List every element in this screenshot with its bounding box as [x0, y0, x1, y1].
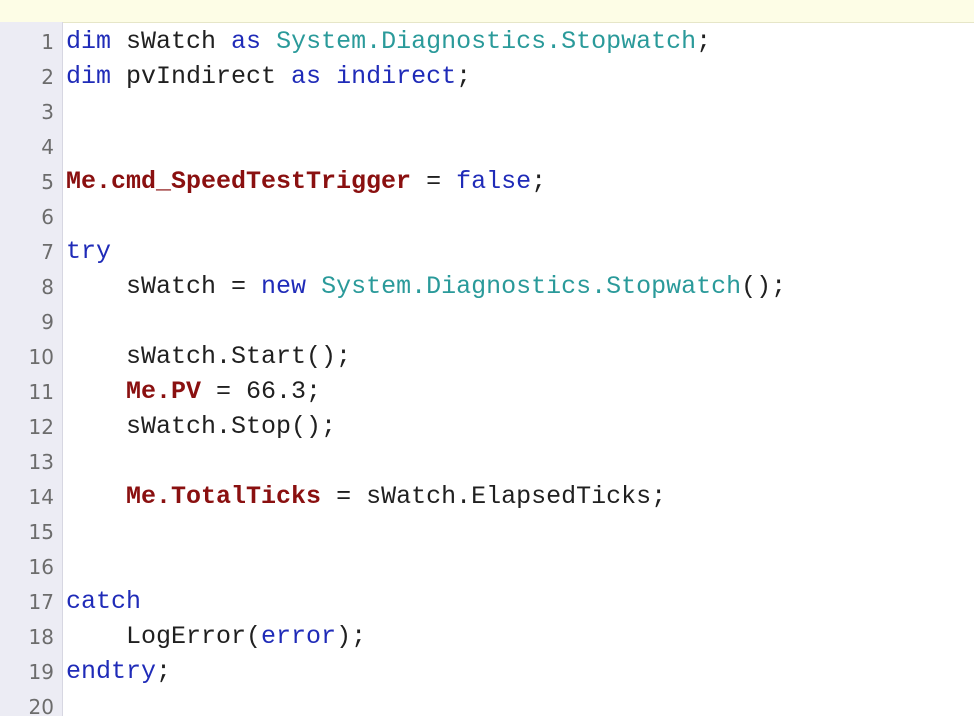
code-text[interactable]: endtry;: [66, 657, 171, 686]
code-line[interactable]: 16: [0, 549, 974, 584]
code-line[interactable]: 2 dim pvIndirect as indirect;: [0, 59, 974, 94]
code-line[interactable]: 3: [0, 94, 974, 129]
code-token-kw: false: [456, 167, 532, 196]
line-number: 11: [28, 379, 54, 404]
code-line[interactable]: 19 endtry;: [0, 654, 974, 689]
code-token-plain: sWatch: [111, 27, 232, 56]
code-line[interactable]: 7 try: [0, 234, 974, 269]
code-token-plain: =: [411, 167, 457, 196]
code-line[interactable]: 8 sWatch = new System.Diagnostics.Stopwa…: [0, 269, 974, 304]
code-line[interactable]: 9: [0, 304, 974, 339]
code-token-kw: endtry: [66, 657, 157, 686]
line-number: 15: [28, 519, 54, 544]
code-token-plain: ;: [156, 657, 172, 686]
code-token-plain: ;: [696, 27, 712, 56]
code-text[interactable]: Me.cmd_SpeedTestTrigger = false;: [66, 167, 546, 196]
code-line[interactable]: 12 sWatch.Stop();: [0, 409, 974, 444]
code-token-kw: indirect: [336, 62, 457, 91]
line-number: 5: [41, 169, 54, 194]
line-number: 8: [41, 274, 54, 299]
code-token-kw: as: [231, 27, 262, 56]
code-line[interactable]: 15: [0, 514, 974, 549]
code-line[interactable]: 17 catch: [0, 584, 974, 619]
code-token-kw: new: [261, 272, 307, 301]
code-token-kw: try: [66, 237, 112, 266]
code-token-plain: ;: [456, 62, 472, 91]
code-text[interactable]: sWatch.Stop();: [66, 412, 336, 441]
line-number: 7: [41, 239, 54, 264]
code-token-kw: error: [261, 622, 337, 651]
code-text[interactable]: sWatch.Start();: [66, 342, 351, 371]
code-token-plain: = sWatch.ElapsedTicks;: [321, 482, 667, 511]
code-line[interactable]: 18 LogError(error);: [0, 619, 974, 654]
code-text[interactable]: try: [66, 237, 111, 266]
line-number: 17: [28, 589, 54, 614]
code-token-plain: sWatch.Stop();: [66, 412, 337, 441]
code-text[interactable]: Me.TotalTicks = sWatch.ElapsedTicks;: [66, 482, 666, 511]
line-number: 3: [41, 99, 54, 124]
code-token-plain: ;: [531, 167, 547, 196]
line-number: 20: [28, 694, 54, 716]
line-number: 16: [28, 554, 54, 579]
code-text[interactable]: dim sWatch as System.Diagnostics.Stopwat…: [66, 27, 711, 56]
code-token-member: Me.PV: [126, 377, 202, 406]
code-token-member: Me.TotalTicks: [126, 482, 322, 511]
code-token-member: Me.cmd_SpeedTestTrigger: [66, 167, 412, 196]
code-token-plain: [261, 27, 276, 56]
code-token-plain: sWatch.Start();: [66, 342, 352, 371]
code-token-plain: ();: [741, 272, 787, 301]
line-number: 14: [28, 484, 54, 509]
code-token-plain: pvIndirect: [111, 62, 292, 91]
line-number: 4: [41, 134, 54, 159]
code-token-plain: [306, 272, 321, 301]
code-line[interactable]: 14 Me.TotalTicks = sWatch.ElapsedTicks;: [0, 479, 974, 514]
code-token-kw: catch: [66, 587, 142, 616]
code-token-plain: sWatch =: [66, 272, 262, 301]
code-line[interactable]: 13: [0, 444, 974, 479]
editor-top-strip: [0, 0, 974, 23]
code-area[interactable]: 1 dim sWatch as System.Diagnostics.Stopwa…: [0, 24, 974, 716]
code-token-kw: as: [291, 62, 322, 91]
code-token-plain: = 66.3;: [201, 377, 322, 406]
code-token-plain: [66, 377, 126, 406]
line-number: 9: [41, 309, 54, 334]
code-token-kw: dim: [66, 62, 112, 91]
code-token-kw: dim: [66, 27, 112, 56]
code-text[interactable]: LogError(error);: [66, 622, 366, 651]
line-number: 13: [28, 449, 54, 474]
code-token-plain: LogError(: [66, 622, 262, 651]
code-token-type: System.Diagnostics.Stopwatch: [321, 272, 742, 301]
code-line[interactable]: 20: [0, 689, 974, 716]
code-token-plain: [321, 62, 336, 91]
code-text[interactable]: dim pvIndirect as indirect;: [66, 62, 471, 91]
code-line[interactable]: 10 sWatch.Start();: [0, 339, 974, 374]
code-text[interactable]: catch: [66, 587, 141, 616]
line-number: 10: [28, 344, 54, 369]
code-line[interactable]: 11 Me.PV = 66.3;: [0, 374, 974, 409]
code-text[interactable]: Me.PV = 66.3;: [66, 377, 321, 406]
code-line[interactable]: 5 Me.cmd_SpeedTestTrigger = false;: [0, 164, 974, 199]
code-text[interactable]: sWatch = new System.Diagnostics.Stopwatc…: [66, 272, 786, 301]
line-number: 18: [28, 624, 54, 649]
line-number: 2: [41, 64, 54, 89]
code-line[interactable]: 1 dim sWatch as System.Diagnostics.Stopwa…: [0, 24, 974, 59]
line-number: 1: [41, 29, 54, 54]
line-number-gutter: [0, 22, 63, 716]
code-token-plain: [66, 482, 126, 511]
code-token-type: System.Diagnostics.Stopwatch: [276, 27, 697, 56]
code-token-plain: );: [336, 622, 367, 651]
line-number: 12: [28, 414, 54, 439]
line-number: 19: [28, 659, 54, 684]
code-line[interactable]: 6: [0, 199, 974, 234]
code-line[interactable]: 4: [0, 129, 974, 164]
line-number: 6: [41, 204, 54, 229]
